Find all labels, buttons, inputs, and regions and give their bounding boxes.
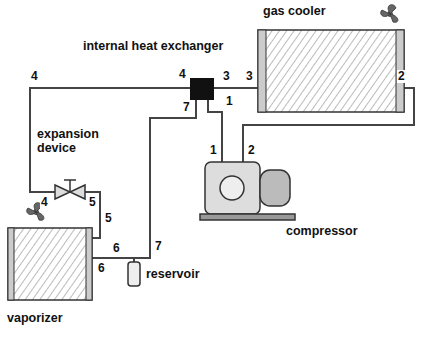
state-point-number: 6 [97, 262, 106, 275]
component-label: gas cooler [262, 5, 327, 19]
state-point-number: 4 [30, 70, 39, 83]
state-point-number: 4 [178, 68, 187, 81]
gas-cooler [258, 30, 404, 112]
state-point-number: 1 [225, 95, 234, 108]
state-point-number: 7 [182, 101, 191, 114]
state-point-number: 1 [209, 144, 218, 157]
component-label: expansion device [36, 128, 112, 156]
component-label: reservoir [145, 268, 201, 282]
state-point-number: 5 [104, 212, 113, 225]
reservoir-vessel [128, 262, 140, 286]
vaporizer [8, 228, 92, 300]
component-label: vaporizer [6, 312, 64, 326]
state-point-number: 3 [222, 70, 231, 83]
expansion-valve [55, 180, 85, 199]
state-point-number: 5 [88, 196, 97, 209]
state-point-number: 2 [247, 144, 256, 157]
component-label: internal heat exchanger [82, 40, 224, 54]
state-point-number: 4 [40, 196, 49, 209]
component-label: compressor [285, 225, 359, 239]
heat-exchanger-block [190, 78, 214, 100]
state-point-number: 3 [245, 70, 254, 83]
state-point-number: 6 [112, 242, 121, 255]
fan-icon [381, 5, 398, 23]
state-point-number: 7 [154, 240, 163, 253]
compressor-unit [200, 162, 295, 220]
state-point-number: 2 [397, 70, 406, 83]
